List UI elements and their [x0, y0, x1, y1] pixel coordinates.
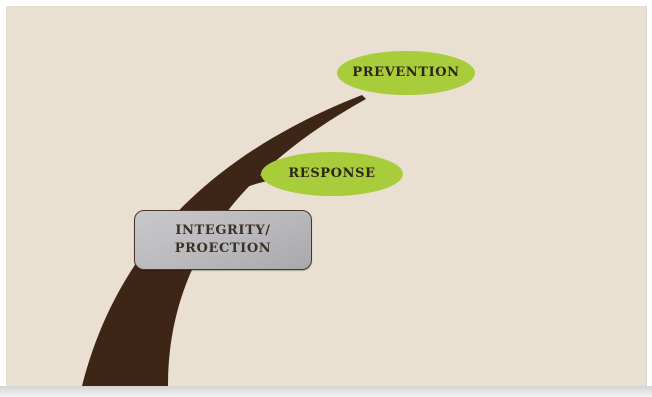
prevention-label: PREVENTION: [352, 65, 460, 80]
integrity-label-line1: INTEGRITY/: [175, 223, 271, 238]
bottom-shadow-strip: [0, 386, 652, 397]
integrity-label-line2: PROECTION: [174, 241, 272, 256]
tree-trunk: [82, 95, 366, 386]
leaf-prevention: [337, 51, 475, 95]
integrity-protection-box: INTEGRITY/ PROECTION: [134, 210, 312, 270]
response-label: RESPONSE: [288, 166, 376, 181]
tree-branch-response: [212, 173, 272, 200]
leaf-response: [261, 152, 403, 196]
